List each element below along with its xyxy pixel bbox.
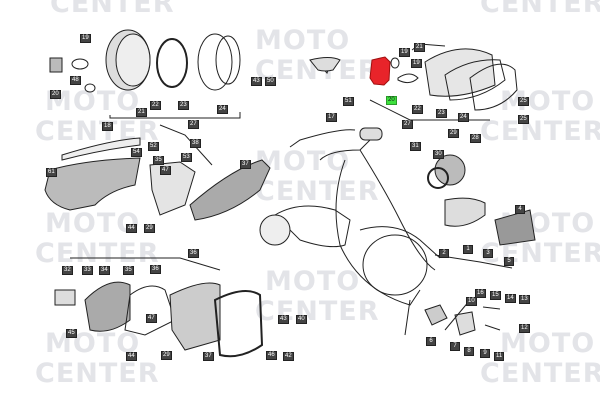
- part-callout-25[interactable]: 25: [518, 115, 529, 124]
- part-callout-52[interactable]: 52: [148, 142, 159, 151]
- part-callout-6[interactable]: 6: [426, 337, 436, 346]
- watermark: MOTO: [45, 86, 141, 117]
- part-callout-3[interactable]: 3: [483, 249, 493, 258]
- part-callout-34[interactable]: 34: [99, 266, 110, 275]
- part-callout-29[interactable]: 29: [448, 129, 459, 138]
- part-callout-53[interactable]: 53: [181, 153, 192, 162]
- part-callout-20[interactable]: 20: [386, 96, 397, 105]
- part-callout-24[interactable]: 24: [217, 105, 228, 114]
- watermark: CENTER: [480, 116, 600, 147]
- part-callout-9[interactable]: 9: [480, 349, 490, 358]
- part-callout-4[interactable]: 4: [515, 205, 525, 214]
- part-callout-23[interactable]: 23: [178, 101, 189, 110]
- watermark: CENTER: [35, 238, 160, 269]
- watermark: CENTER: [35, 358, 160, 389]
- part-callout-21[interactable]: 21: [136, 108, 147, 117]
- part-callout-36[interactable]: 36: [150, 265, 161, 274]
- part-callout-33[interactable]: 33: [82, 266, 93, 275]
- part-callout-21[interactable]: 21: [414, 43, 425, 52]
- part-callout-25[interactable]: 25: [518, 97, 529, 106]
- watermark: CENTER: [255, 176, 380, 207]
- part-callout-46[interactable]: 46: [266, 351, 277, 360]
- part-callout-12[interactable]: 12: [519, 324, 530, 333]
- watermark: MOTO: [255, 25, 351, 56]
- part-callout-22[interactable]: 22: [412, 105, 423, 114]
- part-callout-32[interactable]: 32: [62, 266, 73, 275]
- part-callout-14[interactable]: 14: [505, 294, 516, 303]
- watermark: MOTO: [500, 86, 596, 117]
- part-callout-27[interactable]: 27: [188, 120, 199, 129]
- part-callout-43[interactable]: 43: [278, 315, 289, 324]
- part-callout-51[interactable]: 51: [343, 97, 354, 106]
- part-callout-36[interactable]: 36: [188, 249, 199, 258]
- part-callout-47[interactable]: 47: [160, 166, 171, 175]
- watermark: MOTO: [45, 328, 141, 359]
- part-callout-37[interactable]: 37: [203, 352, 214, 361]
- headlight-assembly: [49, 29, 241, 166]
- part-callout-44[interactable]: 44: [126, 224, 137, 233]
- part-callout-24[interactable]: 24: [458, 113, 469, 122]
- part-callout-29[interactable]: 29: [161, 351, 172, 360]
- part-callout-48[interactable]: 48: [70, 76, 81, 85]
- part-callout-15[interactable]: 15: [490, 291, 501, 300]
- part-callout-54[interactable]: 54: [131, 148, 142, 157]
- part-callout-20[interactable]: 20: [50, 90, 61, 99]
- part-callout-22[interactable]: 22: [150, 101, 161, 110]
- part-callout-7[interactable]: 7: [450, 342, 460, 351]
- part-callout-40[interactable]: 40: [296, 315, 307, 324]
- watermark: CENTER: [255, 296, 380, 327]
- part-callout-1[interactable]: 1: [463, 245, 473, 254]
- part-callout-35[interactable]: 35: [153, 156, 164, 165]
- watermark: MOTO: [500, 328, 596, 359]
- part-callout-18[interactable]: 18: [102, 122, 113, 131]
- part-callout-29[interactable]: 29: [144, 224, 155, 233]
- part-callout-37[interactable]: 37: [240, 160, 251, 169]
- part-callout-44[interactable]: 44: [126, 352, 137, 361]
- part-callout-16[interactable]: 16: [475, 289, 486, 298]
- part-callout-19[interactable]: 19: [80, 34, 91, 43]
- part-callout-61[interactable]: 61: [46, 168, 57, 177]
- part-callout-19[interactable]: 19: [399, 48, 410, 57]
- legshield-panel: [44, 137, 271, 221]
- part-callout-13[interactable]: 13: [519, 295, 530, 304]
- part-callout-30[interactable]: 30: [433, 150, 444, 159]
- switch-parts: [404, 299, 501, 336]
- watermark: CENTER: [480, 358, 600, 389]
- speedometer-assembly: [309, 43, 518, 121]
- part-callout-38[interactable]: 38: [190, 139, 201, 148]
- part-callout-8[interactable]: 8: [464, 347, 474, 356]
- part-callout-27[interactable]: 27: [402, 120, 413, 129]
- tail-light-assembly: [54, 257, 264, 358]
- part-callout-10[interactable]: 10: [466, 297, 477, 306]
- part-callout-42[interactable]: 42: [283, 352, 294, 361]
- watermark: CENTER: [50, 0, 175, 19]
- part-callout-28[interactable]: 28: [470, 134, 481, 143]
- part-callout-11[interactable]: 11: [494, 352, 505, 361]
- part-callout-2[interactable]: 2: [439, 249, 449, 258]
- watermark: MOTO: [265, 266, 361, 297]
- part-callout-17[interactable]: 17: [326, 113, 337, 122]
- part-callout-47[interactable]: 47: [146, 314, 157, 323]
- part-callout-31[interactable]: 31: [410, 142, 421, 151]
- part-callout-50[interactable]: 50: [265, 77, 276, 86]
- part-callout-5[interactable]: 5: [504, 257, 514, 266]
- part-callout-23[interactable]: 23: [436, 109, 447, 118]
- part-callout-35[interactable]: 35: [123, 266, 134, 275]
- scooter-body: [259, 127, 536, 306]
- highlighted-part: [369, 56, 391, 86]
- part-callout-19[interactable]: 19: [411, 59, 422, 68]
- part-callout-43[interactable]: 43: [251, 77, 262, 86]
- watermark: MOTO: [45, 208, 141, 239]
- part-callout-45[interactable]: 45: [66, 329, 77, 338]
- watermark: CENTER: [480, 0, 600, 19]
